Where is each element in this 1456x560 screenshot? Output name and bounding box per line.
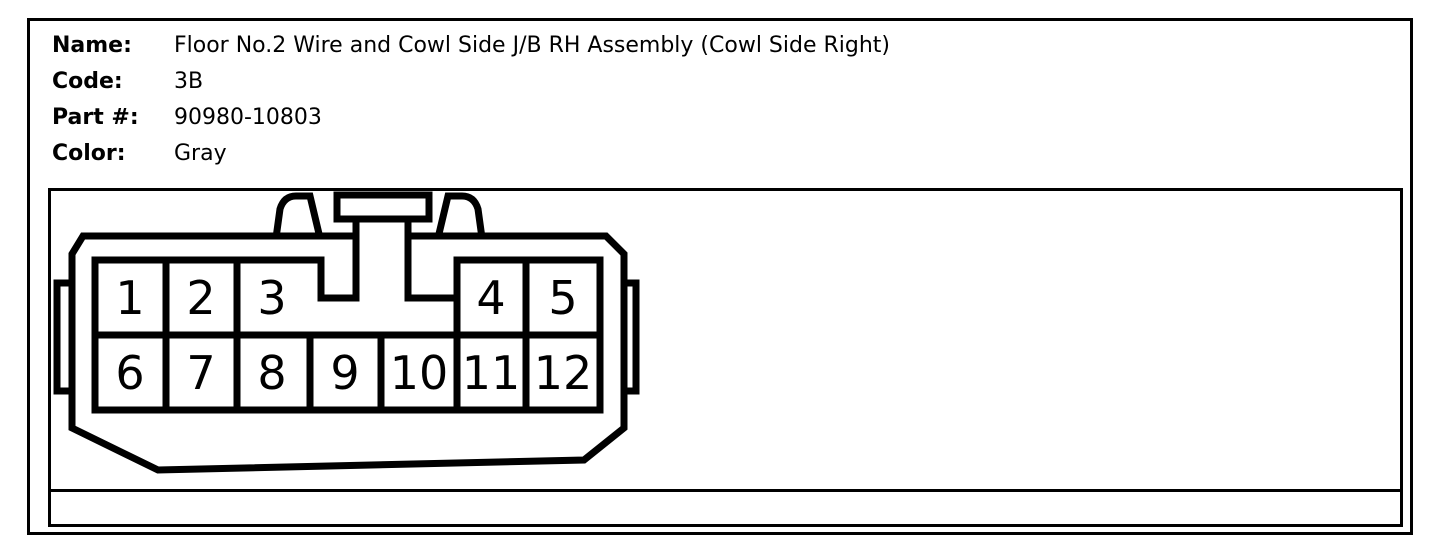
pin-7-label: 7: [186, 346, 215, 400]
pin-1-label: 1: [115, 271, 144, 325]
pin-3-label: 3: [257, 271, 286, 325]
code-value: 3B: [174, 69, 204, 94]
code-label: Code:: [52, 69, 123, 94]
panel-divider: [48, 489, 1403, 492]
pin-6-label: 6: [115, 346, 144, 400]
pin-9-label: 9: [330, 346, 359, 400]
pin-11-label: 11: [462, 346, 521, 400]
pin-4-label: 4: [476, 271, 505, 325]
pin-cavity-outline: [91, 215, 604, 414]
pin-5-label: 5: [548, 271, 577, 325]
pin-12-label: 12: [534, 346, 593, 400]
pin-8-label: 8: [257, 346, 286, 400]
right-lock-tab: [434, 192, 486, 239]
name-value: Floor No.2 Wire and Cowl Side J/B RH Ass…: [174, 33, 891, 58]
part-number-label: Part #:: [52, 105, 139, 130]
pin-2-label: 2: [186, 271, 215, 325]
center-lock-bar: [333, 191, 433, 223]
name-label: Name:: [52, 33, 132, 58]
pin-10-label: 10: [390, 346, 449, 400]
color-value: Gray: [174, 141, 227, 166]
color-label: Color:: [52, 141, 126, 166]
left-lock-tab: [272, 192, 324, 239]
part-number-value: 90980-10803: [174, 105, 322, 130]
